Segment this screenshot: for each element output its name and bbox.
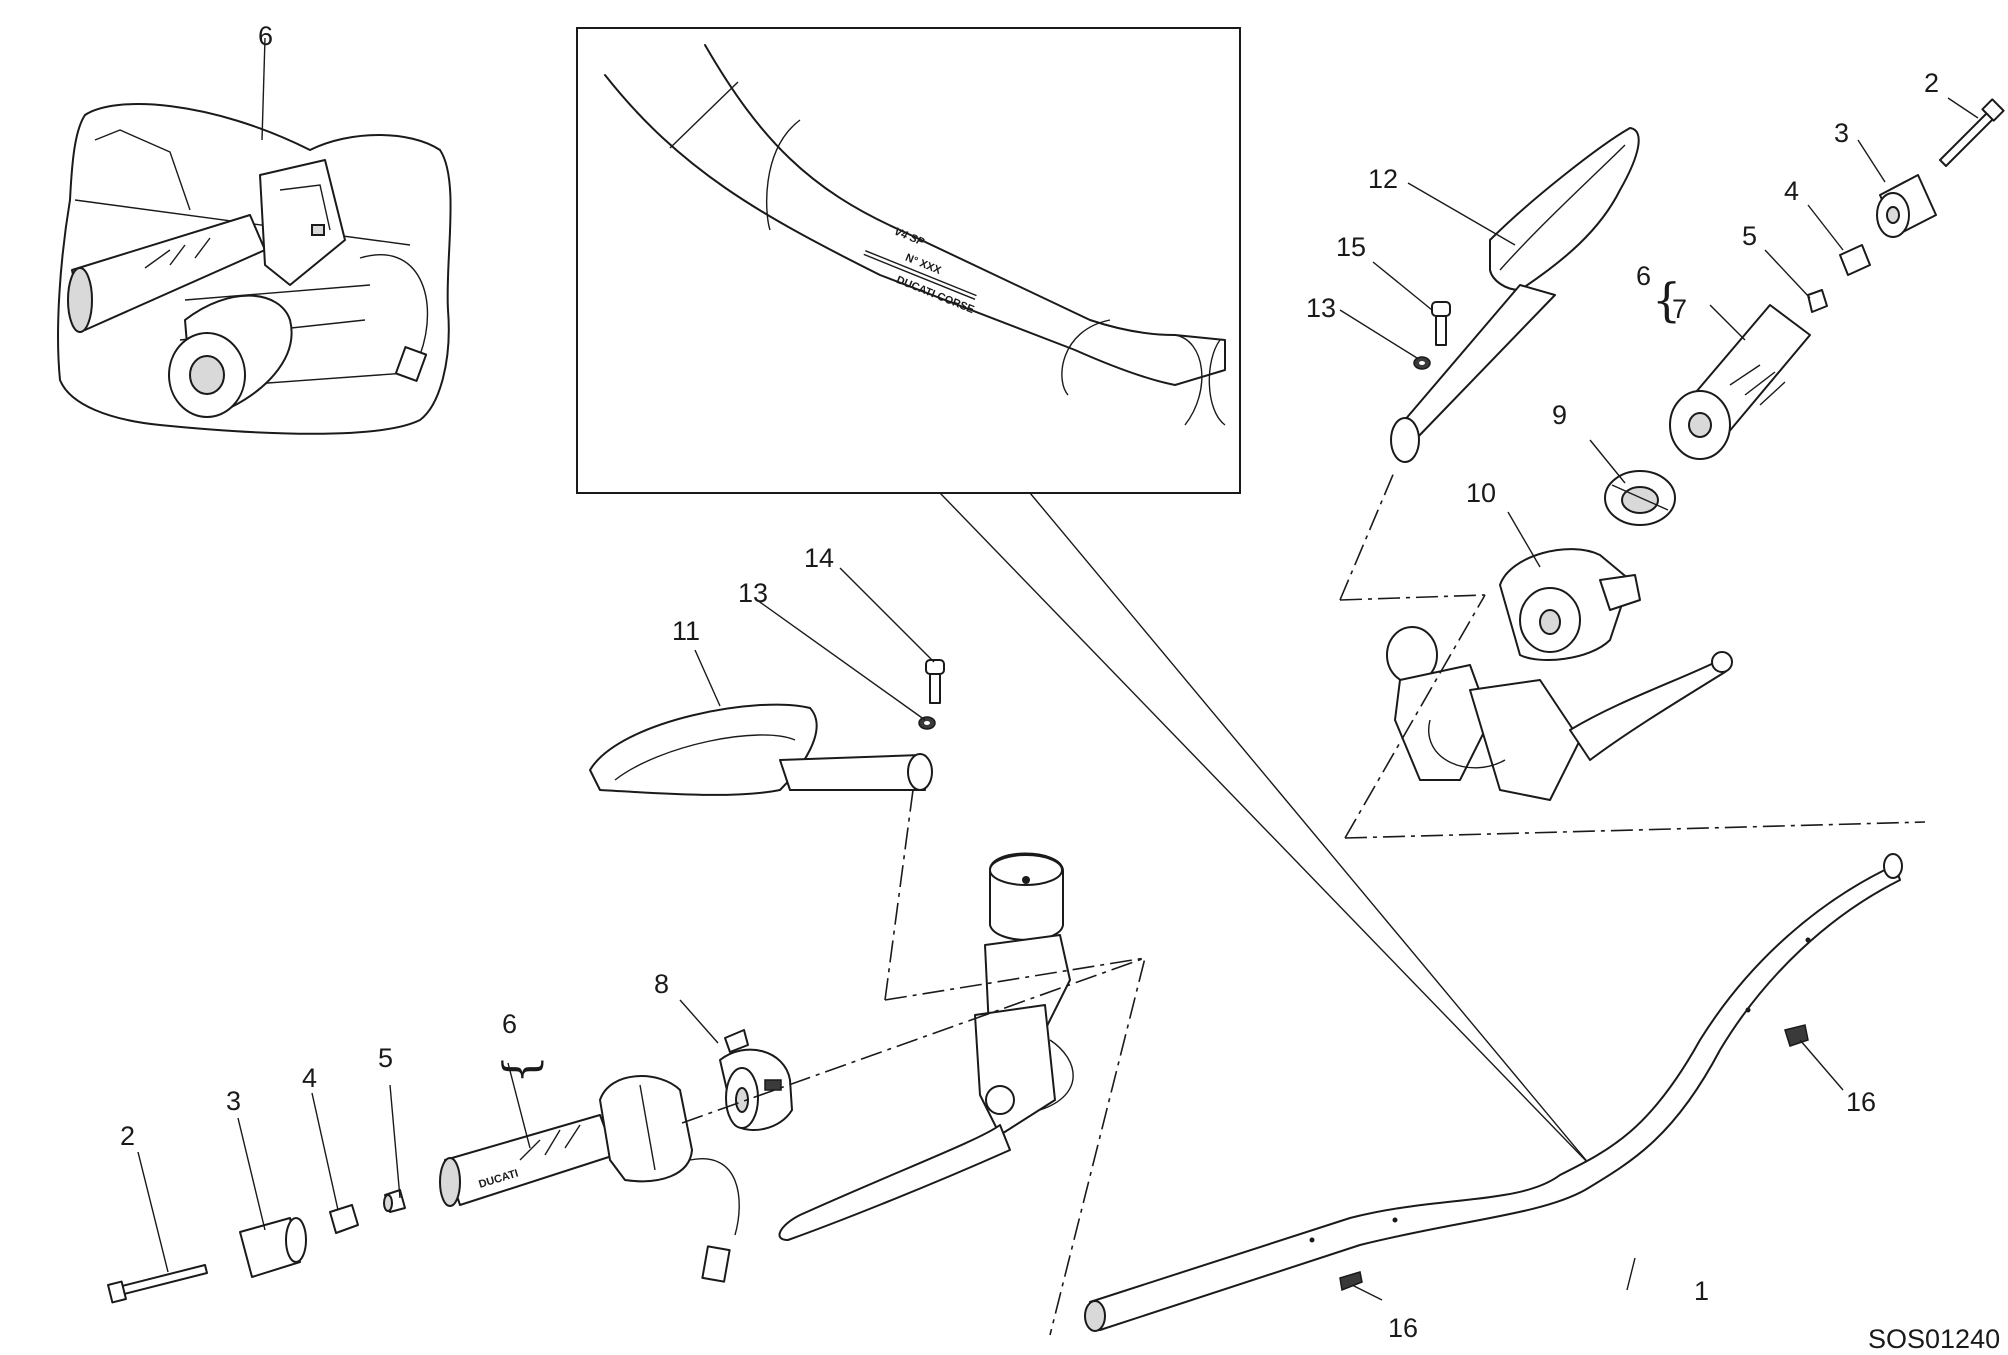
callout-13-right: 13 bbox=[1306, 293, 1336, 323]
callout-2-right: 2 bbox=[1924, 68, 1939, 98]
right-mirror-screw bbox=[1431, 301, 1451, 346]
callout-14: 14 bbox=[804, 543, 834, 573]
handlebar bbox=[1084, 853, 1903, 1332]
left-bar-end-screw bbox=[107, 1264, 208, 1304]
left-switch-housing bbox=[719, 1029, 793, 1131]
assembled-grip-sketch bbox=[57, 103, 452, 435]
callout-5-left: 5 bbox=[378, 1043, 393, 1073]
brace-right: { bbox=[1652, 273, 1681, 327]
handlebar-clip-lower bbox=[1339, 1271, 1363, 1292]
right-bar-end-screw bbox=[1939, 98, 2005, 167]
callout-7: 7 bbox=[1672, 294, 1687, 324]
handlebar-detail-inset: V4 SP N° XXX DUCATI CORSE bbox=[576, 27, 1591, 1166]
brake-master-cylinder bbox=[1386, 626, 1733, 801]
right-spacer-bushing bbox=[1807, 289, 1828, 313]
assembly-lines bbox=[681, 469, 1926, 1336]
callout-5-right: 5 bbox=[1742, 221, 1757, 251]
callout-16-upper: 16 bbox=[1846, 1087, 1876, 1117]
callout-3-left: 3 bbox=[226, 1086, 241, 1116]
left-grip: DUCATI bbox=[439, 1114, 616, 1207]
right-throttle-sleeve bbox=[1604, 470, 1676, 526]
right-bar-end-weight bbox=[1876, 174, 1937, 238]
right-spacer bbox=[1839, 244, 1871, 276]
callout-15: 15 bbox=[1336, 232, 1366, 262]
left-mirror-screw bbox=[925, 659, 945, 704]
left-mirror bbox=[589, 703, 933, 796]
callout-labels: 6 1 2 3 4 5 6 { 8 11 13 14 12 15 13 2 3 … bbox=[120, 21, 1939, 1343]
callout-9: 9 bbox=[1552, 400, 1567, 430]
brace-left: { bbox=[493, 1055, 547, 1084]
callout-10: 10 bbox=[1466, 478, 1496, 508]
right-switch-housing bbox=[1499, 548, 1641, 661]
right-grip bbox=[1669, 304, 1811, 460]
right-mirror bbox=[1390, 127, 1640, 463]
clutch-master-cylinder bbox=[778, 852, 1074, 1241]
callout-12: 12 bbox=[1368, 164, 1398, 194]
callout-16-lower: 16 bbox=[1388, 1313, 1418, 1343]
callout-3-right: 3 bbox=[1834, 118, 1849, 148]
callout-6-right: 6 bbox=[1636, 261, 1651, 291]
callout-2-left: 2 bbox=[120, 1121, 135, 1151]
callout-6-left: 6 bbox=[502, 1009, 517, 1039]
leader-lines bbox=[137, 37, 1979, 1301]
handlebar-clip-upper bbox=[1784, 1024, 1809, 1047]
reference-code: SOS01240 bbox=[1868, 1324, 2000, 1354]
right-mirror-washer bbox=[1413, 356, 1431, 370]
callout-4-left: 4 bbox=[302, 1063, 317, 1093]
left-throttle-housing bbox=[599, 1075, 740, 1283]
left-spacer bbox=[329, 1204, 359, 1234]
callout-6-inset: 6 bbox=[258, 21, 273, 51]
callout-11: 11 bbox=[672, 616, 700, 646]
callout-4-right: 4 bbox=[1784, 176, 1799, 206]
left-bar-end-weight bbox=[239, 1217, 307, 1278]
callout-8: 8 bbox=[654, 969, 669, 999]
callout-13-left: 13 bbox=[738, 578, 768, 608]
callout-1: 1 bbox=[1694, 1276, 1709, 1306]
left-spacer-bushing bbox=[383, 1189, 406, 1213]
left-mirror-washer bbox=[918, 716, 936, 730]
